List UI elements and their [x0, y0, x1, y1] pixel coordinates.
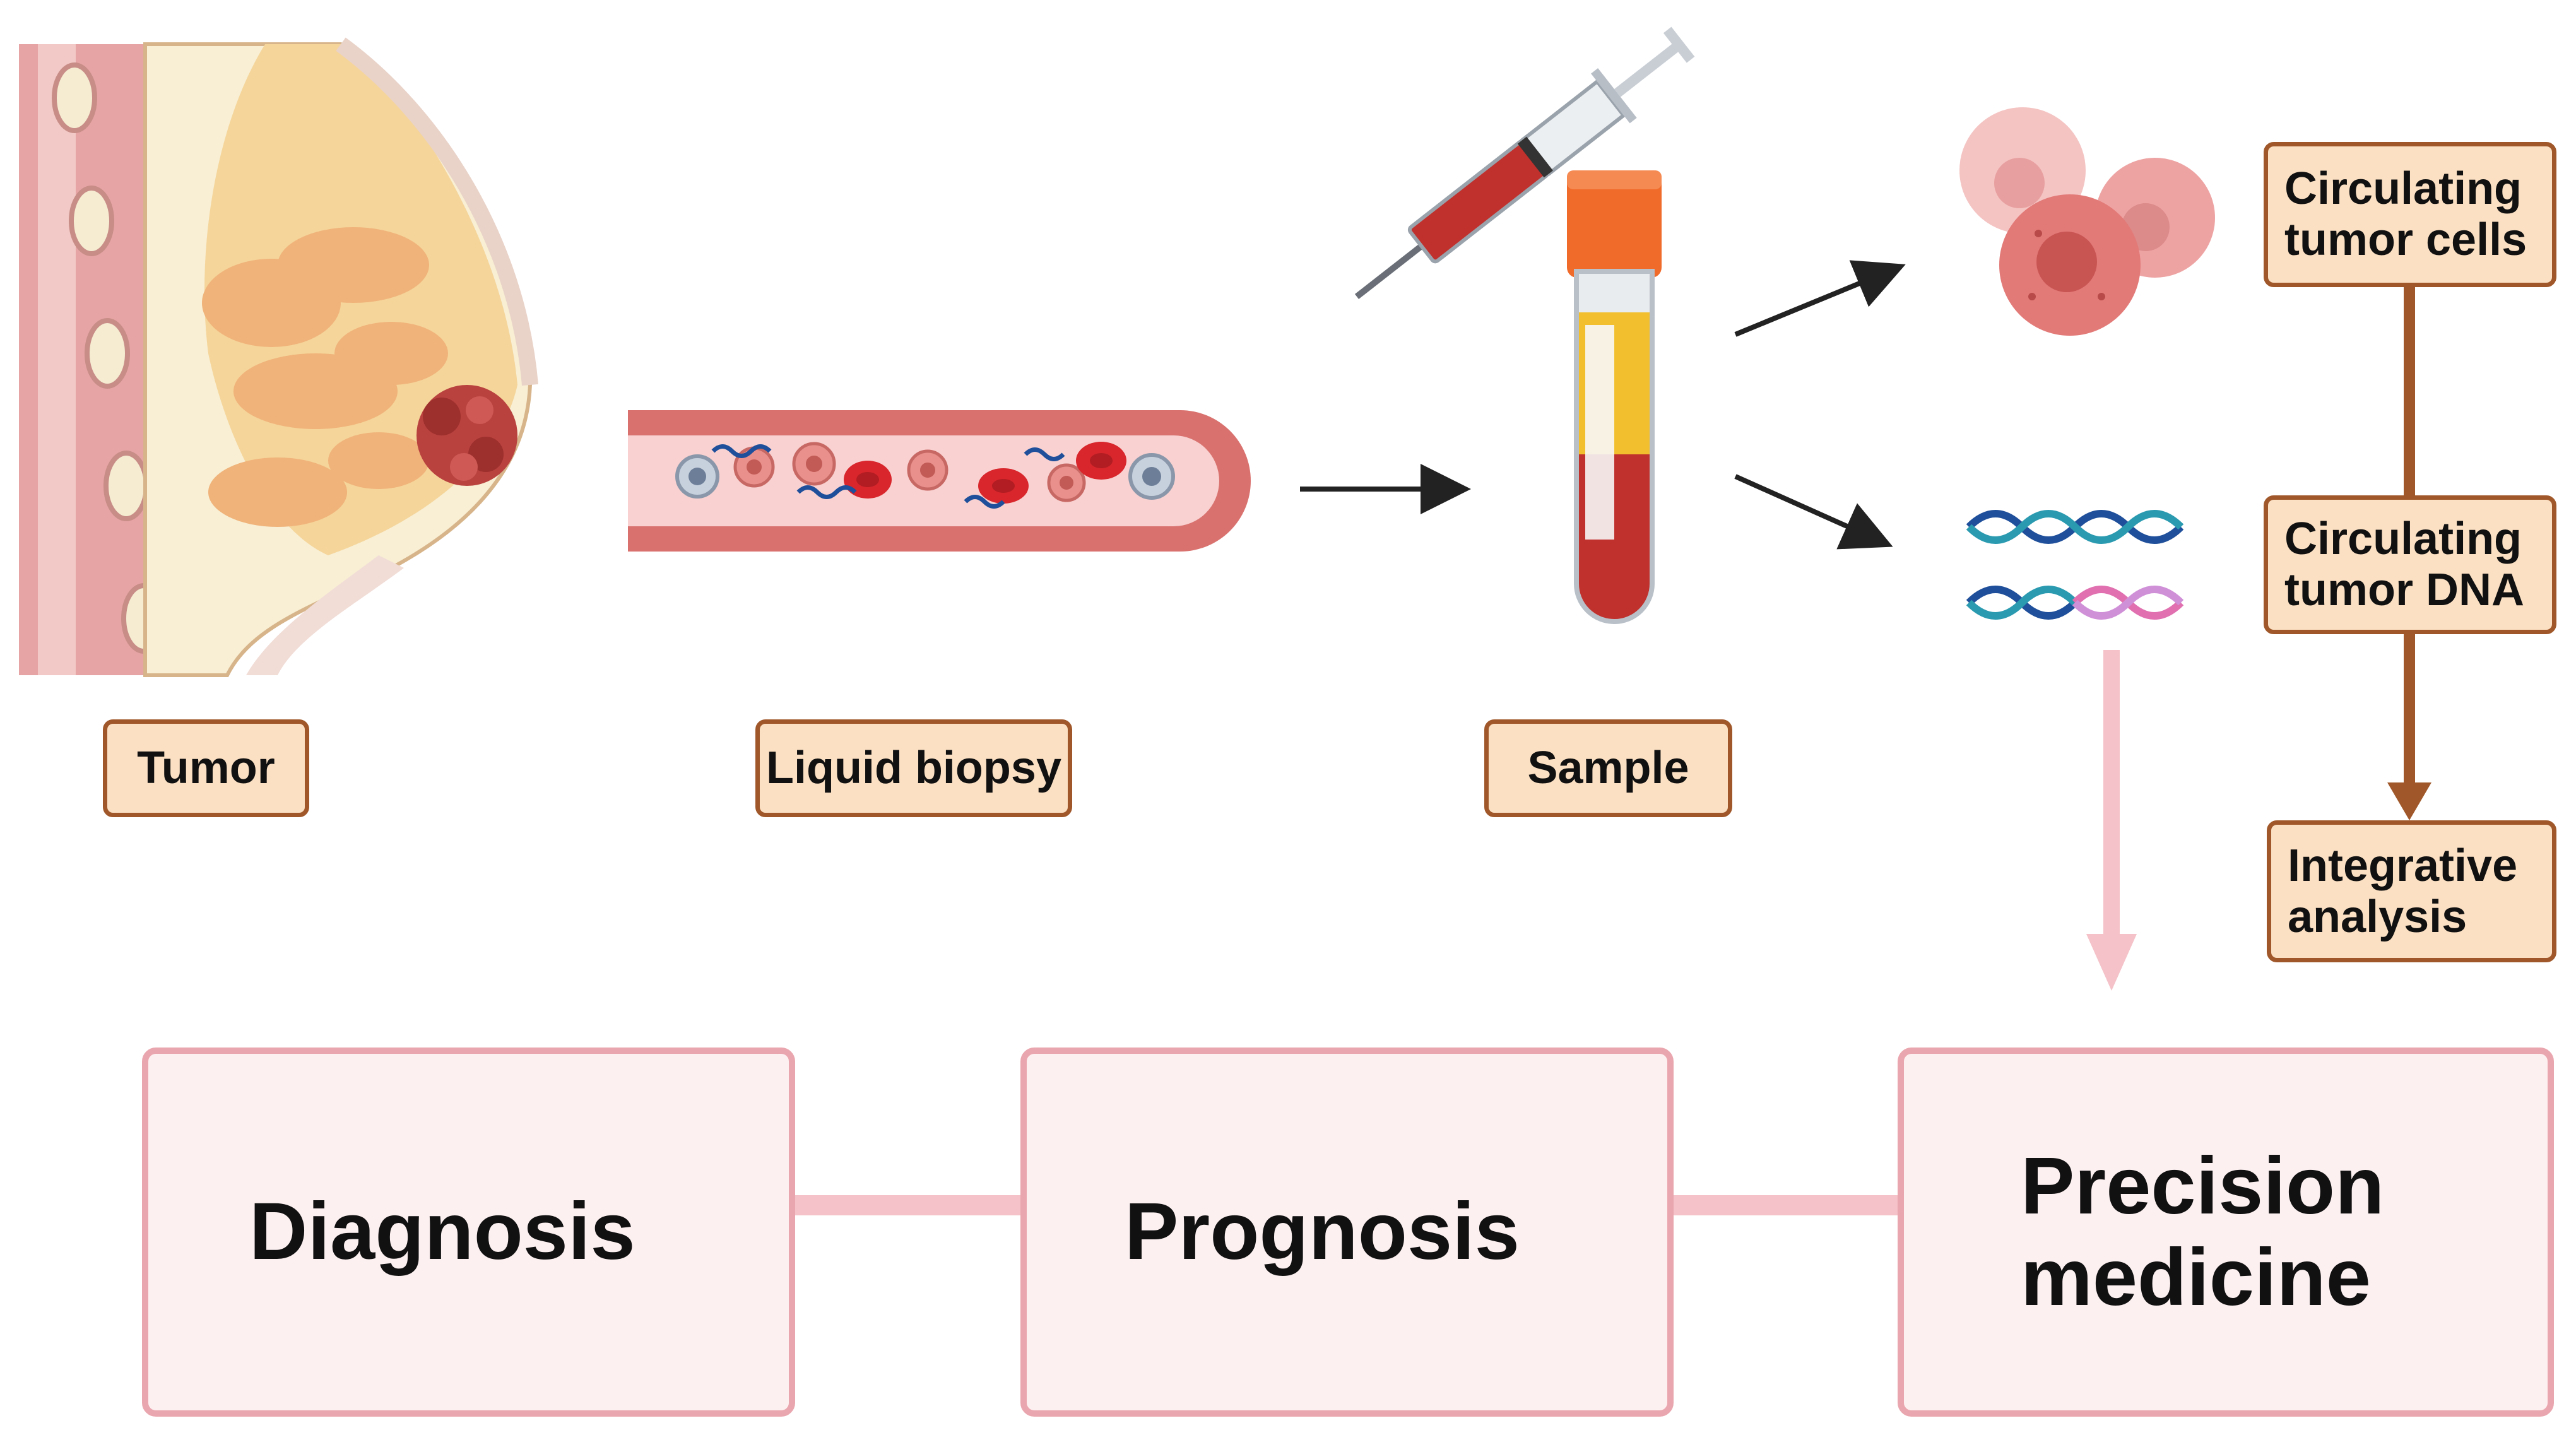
- integrative-label-line1: Integrative: [2288, 840, 2518, 891]
- rib-1: [52, 62, 97, 133]
- liquid-biopsy-label: Liquid biopsy: [755, 719, 1072, 817]
- diagnosis-text: Diagnosis: [249, 1186, 635, 1277]
- circulating-tumor-cells-label: Circulating tumor cells: [2264, 142, 2556, 287]
- integrative-analysis-label: Integrative analysis: [2267, 820, 2556, 962]
- red-blood-cell-2: [978, 468, 1029, 504]
- prognosis-text: Prognosis: [1125, 1186, 1520, 1277]
- flow-ctc-to-integrative: [2387, 287, 2431, 820]
- sample-label-text: Sample: [1527, 743, 1689, 794]
- blood-tube-icon: [1567, 170, 1662, 624]
- immune-cell-2: [1128, 453, 1175, 500]
- diagnosis-box: Diagnosis: [142, 1048, 795, 1417]
- connector-diagnosis-prognosis: [795, 1195, 1022, 1215]
- rib-3: [85, 318, 130, 389]
- tumor-cell-3: [907, 449, 948, 491]
- dna-fragment-3: [964, 495, 1005, 509]
- precision-medicine-box: Precision medicine: [1898, 1048, 2554, 1417]
- tumor-mass: [417, 385, 517, 486]
- dna-fragment-1: [711, 444, 772, 458]
- arrow-sample-to-ctdna: [1734, 474, 1893, 550]
- integrative-label-line2: analysis: [2288, 891, 2467, 942]
- syringe-icon: [1354, 27, 1695, 299]
- tumor-label-text: Tumor: [137, 743, 275, 794]
- liquid-biopsy-label-text: Liquid biopsy: [766, 743, 1061, 794]
- circulating-tumor-cells-icon: [1959, 107, 2215, 336]
- connector-prognosis-precision: [1674, 1195, 1901, 1215]
- immune-cell-1: [675, 454, 719, 499]
- ctc-label-line2: tumor cells: [2284, 215, 2527, 265]
- red-blood-cell-3: [1076, 442, 1126, 480]
- dna-fragment-4: [1024, 447, 1065, 461]
- ctdna-label-line1: Circulating: [2284, 514, 2522, 565]
- red-blood-cell-1: [844, 461, 892, 499]
- circulating-tumor-dna-icon: [1966, 510, 2184, 620]
- tumor-label: Tumor: [103, 719, 309, 817]
- arrow-ctdna-to-precision: [2086, 650, 2137, 991]
- prognosis-box: Prognosis: [1020, 1048, 1674, 1417]
- precision-text-line2: medicine: [2021, 1232, 2371, 1323]
- dna-fragment-2: [796, 485, 857, 499]
- rib-2: [69, 186, 114, 256]
- circulating-tumor-dna-label: Circulating tumor DNA: [2264, 495, 2556, 634]
- ctc-label-line1: Circulating: [2284, 163, 2522, 215]
- tumor-cell-4: [1047, 463, 1086, 502]
- ctdna-label-line2: tumor DNA: [2284, 565, 2524, 615]
- blood-vessel: [628, 410, 1251, 552]
- arrow-sample-to-ctc: [1734, 260, 1906, 337]
- tumor-cell-2: [792, 442, 836, 486]
- sample-label: Sample: [1484, 719, 1732, 817]
- precision-text-line1: Precision: [2021, 1140, 2385, 1231]
- rib-4: [103, 451, 149, 521]
- breast-tumor-illustration: [19, 37, 538, 677]
